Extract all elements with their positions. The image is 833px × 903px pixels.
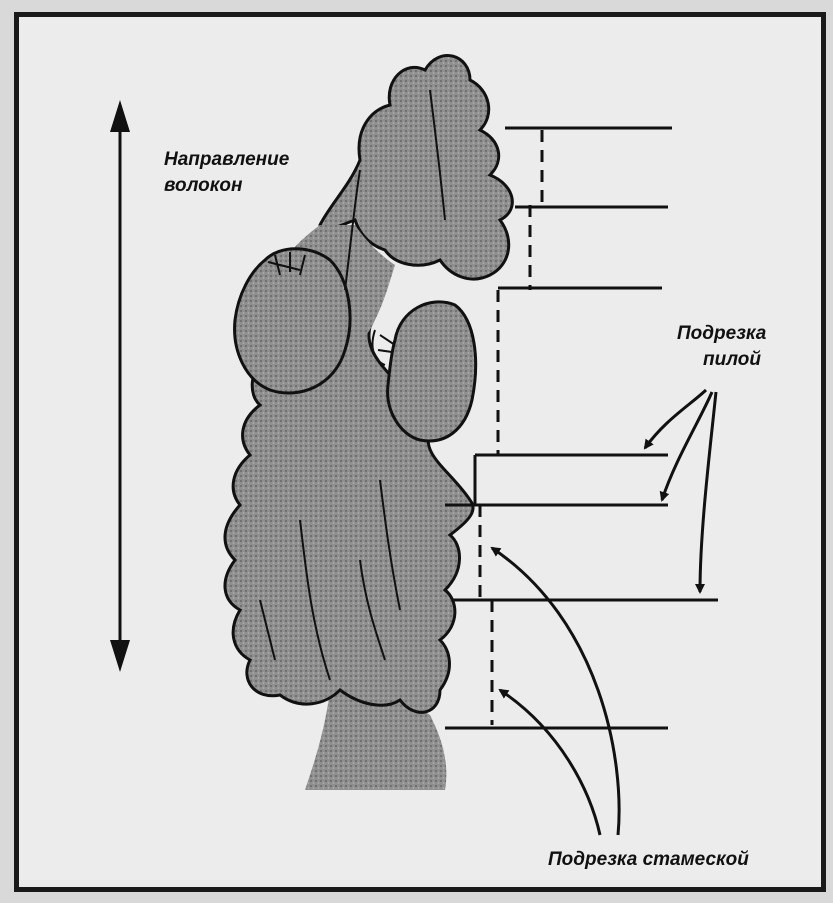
label-saw-cut-1: Подрезка [677,322,766,346]
acorn-left [235,249,350,393]
label-saw-cut-2: пилой [703,348,761,372]
label-chisel-cut: Подрезка стамеской [548,848,749,872]
chisel-cut-arrows [492,548,619,835]
label-grain-direction-2: волокон [164,174,243,198]
saw-cut-arrows [645,390,716,592]
acorn-right [388,302,476,441]
label-grain-direction-1: Направление [164,148,289,172]
grain-direction-arrow [110,100,130,672]
